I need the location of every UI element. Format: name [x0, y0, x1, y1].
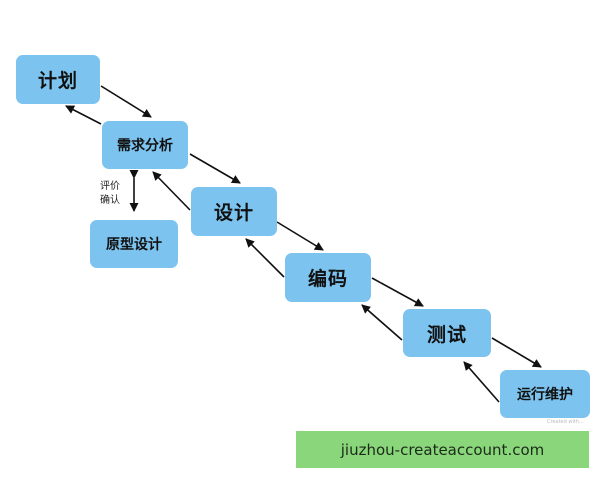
node-prototype: 原型设计 — [90, 220, 178, 268]
arrow-design-to-requirements — [152, 171, 191, 211]
node-prototype-label: 原型设计 — [106, 237, 162, 253]
node-testing: 测试 — [403, 309, 491, 357]
node-requirements: 需求分析 — [102, 121, 188, 169]
node-coding: 编码 — [285, 253, 371, 302]
site-banner-text: jiuzhou-createaccount.com — [340, 440, 545, 459]
node-testing-label: 测试 — [426, 323, 467, 346]
arrow-coding-to-design — [245, 238, 285, 278]
arrow-design-to-coding — [276, 221, 324, 251]
arrow-testing-to-operation — [491, 337, 542, 368]
arrow-requirements-to-plan — [65, 105, 102, 125]
evaluation-label-line2: 确认 — [100, 195, 120, 206]
arrow-plan-to-requirements — [100, 85, 152, 118]
site-banner[interactable]: jiuzhou-createaccount.com — [296, 431, 589, 468]
node-design: 设计 — [191, 187, 277, 236]
arrow-testing-to-coding — [361, 304, 403, 341]
node-operation-label: 运行维护 — [517, 387, 573, 403]
node-operation: 运行维护 — [500, 370, 590, 418]
evaluation-label: 评价 确认 — [100, 180, 130, 208]
evaluation-label-line1: 评价 — [100, 181, 120, 192]
arrow-operation-to-testing — [463, 361, 500, 403]
arrow-coding-to-testing — [371, 277, 424, 307]
node-plan-label: 计划 — [37, 70, 78, 92]
node-requirements-label: 需求分析 — [117, 138, 173, 154]
watermark: Created with... — [547, 419, 584, 425]
node-design-label: 设计 — [213, 202, 254, 224]
node-plan: 计划 — [16, 55, 100, 104]
arrow-requirements-to-design — [189, 153, 241, 184]
node-coding-label: 编码 — [307, 268, 348, 290]
